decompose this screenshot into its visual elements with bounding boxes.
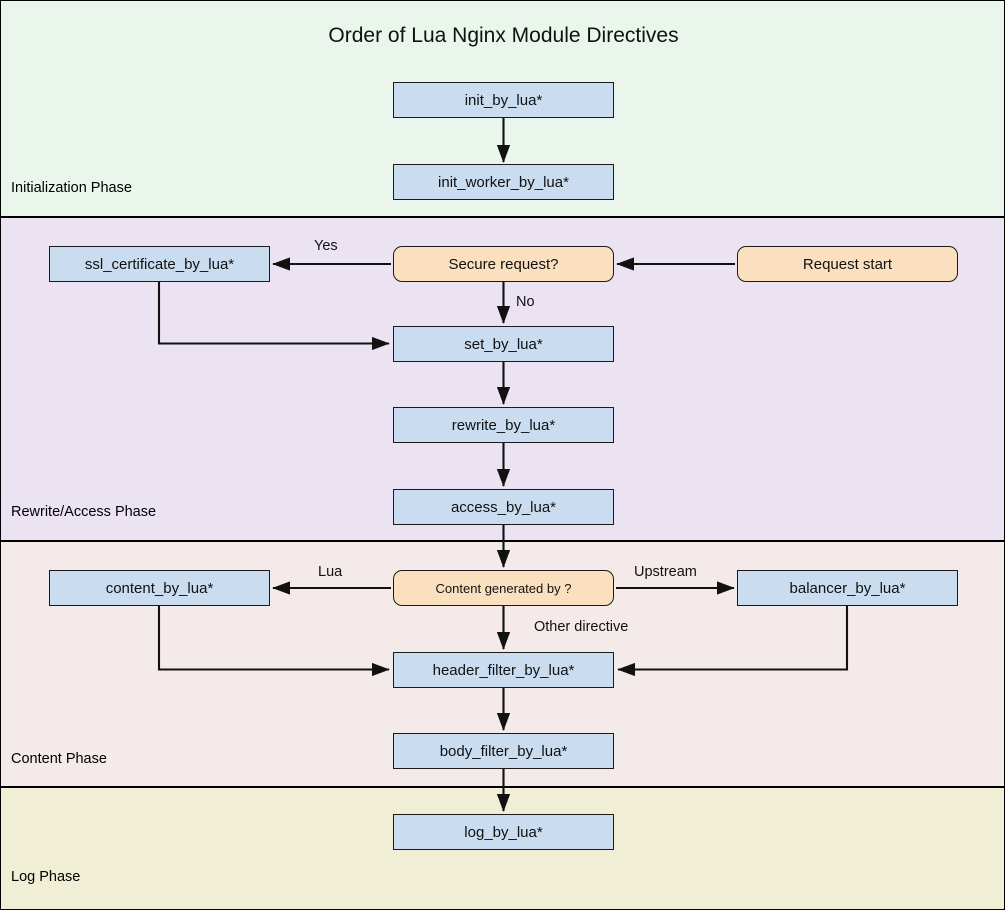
edge-label-other-directive: Other directive (534, 619, 629, 635)
phase-label-content: Content Phase (11, 751, 107, 767)
edge-label-upstream: Upstream (634, 564, 697, 580)
node-init-by-lua[interactable]: init_by_lua* (393, 82, 614, 118)
node-ssl-certificate-by-lua[interactable]: ssl_certificate_by_lua* (49, 246, 270, 282)
node-content-generated-by[interactable]: Content generated by ? (393, 570, 614, 606)
edge-label-yes: Yes (314, 238, 338, 254)
node-content-by-lua[interactable]: content_by_lua* (49, 570, 270, 606)
node-access-by-lua[interactable]: access_by_lua* (393, 489, 614, 525)
phase-label-log: Log Phase (11, 869, 81, 885)
phase-label-rewrite-access: Rewrite/Access Phase (11, 504, 157, 520)
phase-label-initialization: Initialization Phase (11, 180, 132, 196)
page-title: Order of Lua Nginx Module Directives (328, 24, 679, 47)
node-rewrite-by-lua[interactable]: rewrite_by_lua* (393, 407, 614, 443)
node-secure-request[interactable]: Secure request? (393, 246, 614, 282)
node-balancer-by-lua[interactable]: balancer_by_lua* (737, 570, 958, 606)
edge-label-lua: Lua (318, 564, 343, 580)
node-body-filter-by-lua[interactable]: body_filter_by_lua* (393, 733, 614, 769)
edge-label-no: No (516, 294, 535, 310)
node-set-by-lua[interactable]: set_by_lua* (393, 326, 614, 362)
node-init-worker-by-lua[interactable]: init_worker_by_lua* (393, 164, 614, 200)
node-log-by-lua[interactable]: log_by_lua* (393, 814, 614, 850)
node-header-filter-by-lua[interactable]: header_filter_by_lua* (393, 652, 614, 688)
node-request-start[interactable]: Request start (737, 246, 958, 282)
